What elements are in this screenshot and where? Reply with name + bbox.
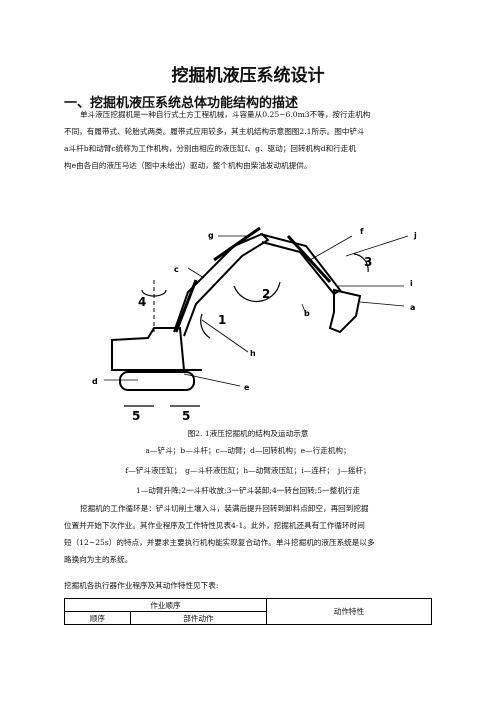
figure-legend-1: a—铲斗；b—斗杆；c—动臂；d—回转机构；e—行走机构； [145, 446, 351, 455]
label-d: d [92, 377, 98, 386]
label-3: 3 [364, 255, 372, 269]
table-header-order: 顺序 [63, 611, 132, 625]
para1-line: 不同，有履带式、轮胎式两类。履带式应用较多，其主机结构示意图图2.1所示。图中铲… [64, 127, 365, 136]
table-header-feature: 动作特性 [265, 598, 433, 625]
table-intro: 挖掘机各执行器作业程序及其动作特性见下表: [64, 581, 219, 590]
label-2: 2 [262, 287, 270, 301]
para1-line: 单斗液压挖掘机是一种自行式土方工程机械，斗容量从0.25~6.0m3不等，按行走… [80, 110, 371, 119]
para2-line: 位置并开始下次作业。其作业程序及工作特性见表4-1。此外，挖掘机还具有工作循环时… [64, 521, 365, 530]
para2-line: 挖掘机的工作循环是：铲斗切削土壤入斗，装满后提升回转到卸料点卸空，再回到挖掘 [80, 504, 369, 513]
document-title: 挖掘机液压系统设计 [171, 66, 325, 86]
label-4: 4 [138, 295, 146, 309]
para1-line: a斗杆b和动臂c统称为工作机构，分别由相应的液压缸f、g、驱动；回转机构d和行走… [64, 144, 356, 153]
para1-line: 构e由各自的液压马达（图中未绘出）驱动，整个机构由柴油发动机提供。 [64, 161, 312, 170]
figure-legend-3: 1—动臂升降;2一斗杆收放;3一铲斗装卸;4一转台回转;5一整机行走 [135, 486, 361, 495]
label-c: c [174, 265, 179, 274]
label-b: b [304, 309, 310, 318]
label-h: h [250, 349, 256, 358]
label-j: j [413, 231, 417, 240]
section-heading: 一、挖掘机液压系统总体功能结构的描述 [64, 96, 299, 111]
program-table: 作业顺序 动作特性 顺序 部件动作 [63, 598, 433, 625]
stick-shape [259, 233, 342, 296]
figure-legend-2: f—铲斗液压缸； g—斗杆液压缸；h—动臂液压缸；i—连杆； j—摇杆； [125, 466, 371, 475]
bucket-shape [328, 288, 362, 334]
para2-line: 短（12~25s）的特点，并要求主要执行机构能实现复合动作。单斗挖掘机的液压系统… [64, 538, 375, 547]
label-a: a [410, 303, 415, 312]
label-5a: 5 [132, 409, 140, 423]
cab-shape [111, 327, 186, 371]
label-e: e [244, 383, 250, 392]
paragraph-1: 单斗液压挖掘机是一种自行式土方工程机械，斗容量从0.25~6.0m3不等，按行走… [64, 106, 432, 174]
para2-line: 路换向为主的系统。 [64, 555, 133, 564]
figure-caption: 图2. 1液压挖掘机的结构及运动示意 [187, 429, 309, 438]
paragraph-2: 挖掘机的工作循环是：铲斗切削土壤入斗，装满后提升回转到卸料点卸空，再回到挖掘 位… [64, 500, 432, 568]
label-1: 1 [218, 313, 226, 327]
track-shape [119, 371, 195, 391]
excavator-diagram: g c f j i a b h d e 4 1 2 3 5 5 [92, 226, 417, 423]
table-header-part: 部件动作 [130, 611, 267, 625]
label-i: i [410, 279, 413, 288]
table-header-program: 作业顺序 [64, 598, 267, 612]
label-f: f [360, 227, 364, 236]
label-g: g [208, 231, 214, 240]
label-5b: 5 [182, 409, 190, 423]
